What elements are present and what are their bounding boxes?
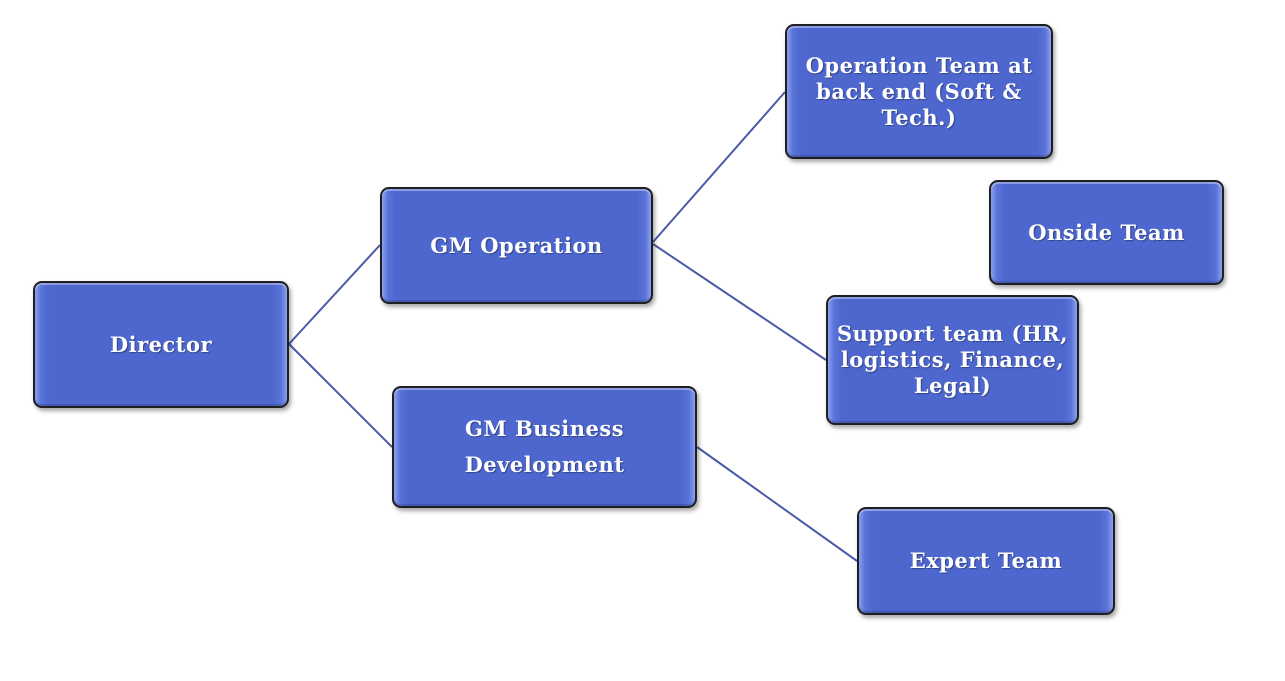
node-gm-operation: GM Operation — [380, 187, 653, 304]
node-gm-business-development: GM Business Development — [392, 386, 697, 508]
node-gm-operation-label: GM Operation — [430, 232, 603, 258]
edge-gm-business-development-expert-team — [696, 446, 858, 562]
node-support-team: Support team (HR, logistics, Finance, Le… — [826, 295, 1079, 425]
node-gm-business-development-label: GM Business Development — [464, 416, 625, 477]
node-director-label: Director — [109, 331, 213, 357]
edge-gm-operation-support-team — [652, 243, 827, 361]
node-operation-team: Operation Team at back end (Soft & Tech.… — [785, 24, 1053, 159]
node-director: Director — [33, 281, 289, 408]
node-onside-team: Onside Team — [989, 180, 1224, 285]
edge-gm-operation-operation-team — [652, 91, 786, 243]
node-expert-team: Expert Team — [857, 507, 1115, 615]
node-expert-team-label: Expert Team — [909, 548, 1063, 573]
edge-director-gm-business-development — [288, 343, 393, 448]
edge-director-gm-operation — [288, 244, 381, 345]
node-operation-team-label: Operation Team at back end (Soft & Tech.… — [805, 52, 1033, 130]
node-onside-team-label: Onside Team — [1028, 219, 1185, 245]
node-support-team-label: Support team (HR, logistics, Finance, Le… — [836, 321, 1069, 398]
